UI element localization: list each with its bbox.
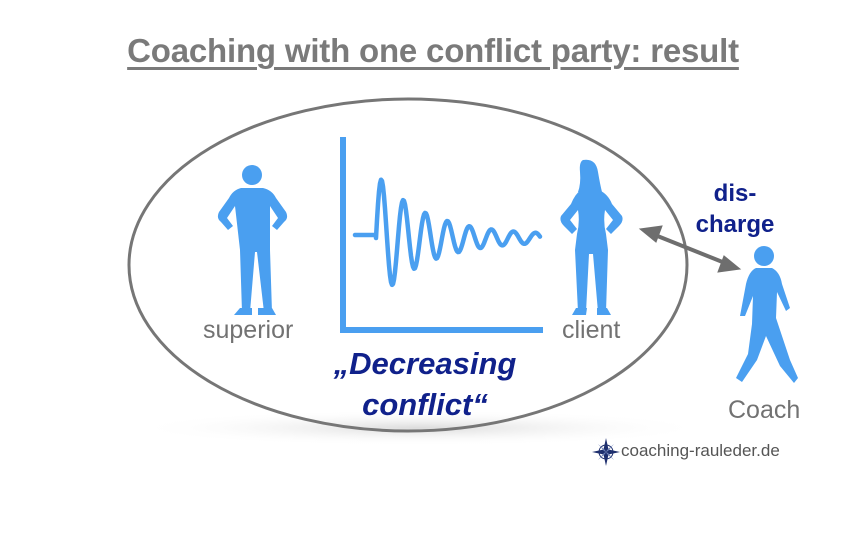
discharge-double-arrow [638, 225, 742, 273]
conflict-chart [340, 137, 543, 333]
superior-figure-icon [217, 165, 288, 315]
ellipse-shadow [130, 410, 710, 446]
result-caption: „Decreasing conflict“ [300, 343, 550, 425]
discharge-line-2: charge [695, 211, 775, 238]
coach-figure-icon [736, 246, 798, 383]
result-line-1: „Decreasing [333, 346, 517, 381]
conflict-system-ellipse [127, 97, 689, 433]
result-line-2: conflict“ [362, 387, 488, 422]
discharge-line-1: dis- [713, 180, 757, 207]
discharge-label: dis- charge [680, 178, 790, 240]
page-title: Coaching with one conflict party: result [127, 32, 739, 69]
damped-oscillation-curve [352, 177, 543, 288]
client-figure-icon [560, 159, 623, 315]
brand-text: coaching-rauleder.de [621, 441, 780, 460]
compass-rose-icon [592, 438, 620, 466]
brand-icon-spacer [591, 439, 615, 463]
brand-watermark: coaching-rauleder.de [591, 436, 780, 466]
client-label: client [562, 316, 621, 344]
superior-label: superior [203, 316, 294, 344]
coach-label: Coach [728, 396, 801, 424]
